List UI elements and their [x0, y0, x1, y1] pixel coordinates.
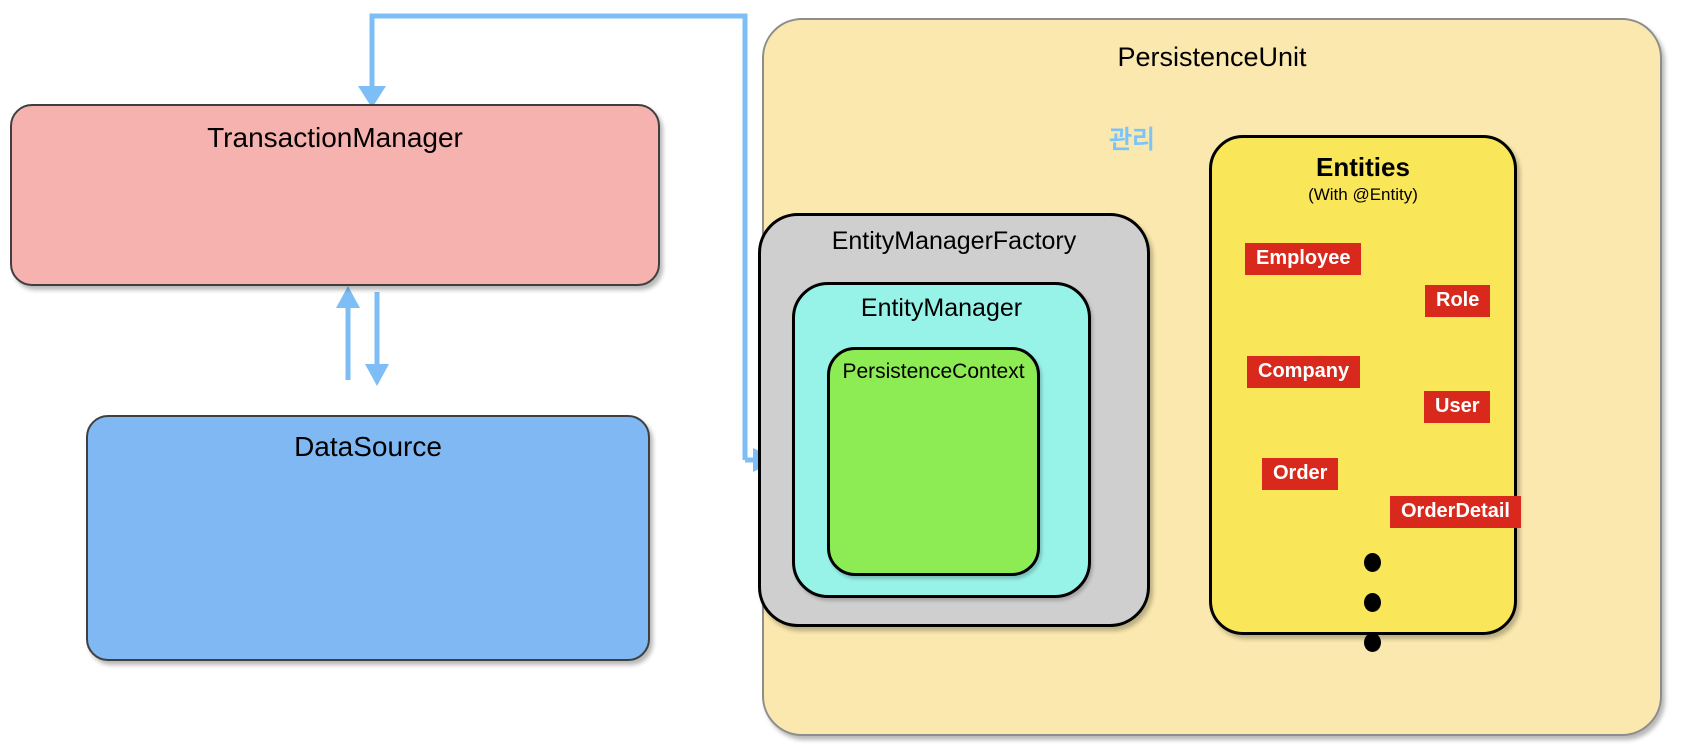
node-persistence-context[interactable]: PersistenceContext	[827, 347, 1040, 576]
edge-transaction-manager-to-data-source	[365, 292, 389, 386]
node-persistence-unit[interactable]: PersistenceUnit EntityManagerFactory Ent…	[758, 18, 1662, 736]
entities-subtitle: (With @Entity)	[1308, 185, 1418, 204]
entities-title: Entities	[1316, 152, 1410, 182]
entity-chip-company[interactable]: Company	[1247, 356, 1361, 388]
entity-manager-factory-label: EntityManagerFactory	[831, 227, 1077, 255]
entity-chip-order[interactable]: Order	[1262, 458, 1339, 490]
node-entities[interactable]: Entities (With @Entity) Employee Role Co…	[1209, 135, 1521, 652]
persistence-context-label: PersistenceContext	[842, 360, 1025, 383]
entity-chip-orderdetail[interactable]: OrderDetail	[1390, 496, 1521, 528]
node-data-source[interactable]: DataSource	[86, 415, 650, 661]
edge-data-source-to-transaction-manager	[336, 286, 360, 380]
entity-chip-user[interactable]: User	[1424, 391, 1491, 423]
node-entity-manager-factory[interactable]: EntityManagerFactory EntityManager Persi…	[758, 213, 1150, 627]
edge-label-manage: 관리	[1109, 126, 1156, 154]
entity-manager-label: EntityManager	[860, 294, 1023, 322]
entity-chip-role[interactable]: Role	[1425, 285, 1491, 317]
persistence-unit-label: PersistenceUnit	[1117, 42, 1307, 72]
transaction-manager-label: TransactionManager	[207, 122, 463, 153]
node-transaction-manager[interactable]: TransactionManager	[10, 104, 660, 286]
node-entity-manager[interactable]: EntityManager PersistenceContext	[792, 282, 1091, 598]
data-source-label: DataSource	[294, 431, 442, 462]
entity-chip-employee[interactable]: Employee	[1245, 243, 1362, 275]
